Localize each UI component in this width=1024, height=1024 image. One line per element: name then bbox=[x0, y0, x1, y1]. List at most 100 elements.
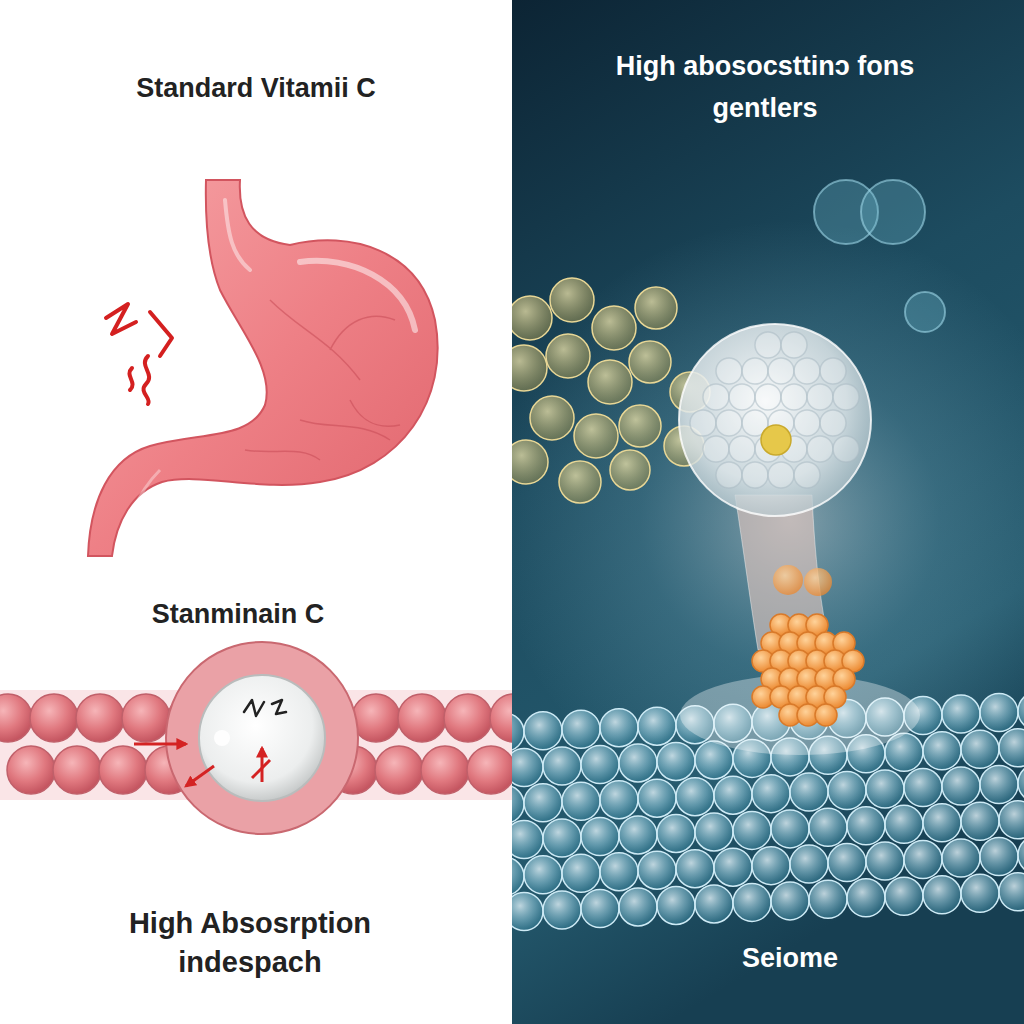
cell bbox=[375, 746, 423, 794]
cell bbox=[512, 345, 547, 391]
cell bbox=[752, 775, 790, 813]
cell bbox=[961, 874, 999, 912]
cell bbox=[30, 694, 78, 742]
bubble bbox=[861, 180, 925, 244]
panel-label: Seiome bbox=[680, 942, 900, 976]
text-slot: Seiome bbox=[680, 942, 900, 976]
cell bbox=[847, 879, 885, 917]
cell bbox=[828, 772, 866, 810]
cell bbox=[942, 839, 980, 877]
cell bbox=[512, 857, 524, 895]
cell bbox=[794, 358, 820, 384]
cell bbox=[833, 436, 859, 462]
cell bbox=[657, 814, 695, 852]
cell bbox=[543, 891, 581, 929]
cell bbox=[512, 785, 524, 823]
panel-label: Stanminain C bbox=[78, 598, 398, 632]
cell bbox=[398, 694, 446, 742]
cell bbox=[99, 746, 147, 794]
cell bbox=[923, 804, 961, 842]
cell bbox=[0, 694, 32, 742]
cell bbox=[490, 694, 512, 742]
cell bbox=[512, 440, 548, 484]
contact-glow bbox=[680, 675, 920, 755]
cell bbox=[980, 766, 1018, 804]
cell bbox=[781, 384, 807, 410]
cell bbox=[961, 730, 999, 768]
arrow bbox=[186, 766, 214, 786]
cell bbox=[781, 332, 807, 358]
cell bbox=[847, 807, 885, 845]
duodenum-highlight bbox=[122, 470, 160, 548]
text-slot: Stanminain C bbox=[78, 598, 398, 632]
cell bbox=[999, 729, 1024, 767]
cell bbox=[600, 709, 638, 747]
yellow-cells bbox=[512, 278, 710, 503]
irritation-marks bbox=[106, 304, 172, 404]
left-panel: Standard Vitamii CStanminain CHigh Absos… bbox=[0, 0, 512, 1024]
cell bbox=[619, 744, 657, 782]
cell bbox=[562, 854, 600, 892]
cell bbox=[904, 769, 942, 807]
glow bbox=[512, 220, 1024, 820]
cell bbox=[7, 746, 55, 794]
cell bbox=[676, 778, 714, 816]
cell bbox=[942, 767, 980, 805]
channel-ring bbox=[166, 642, 358, 834]
cell bbox=[703, 384, 729, 410]
cell bbox=[716, 358, 742, 384]
cell bbox=[703, 436, 729, 462]
cell bbox=[695, 885, 733, 923]
cell bbox=[588, 360, 632, 404]
cell bbox=[657, 742, 695, 780]
cell bbox=[714, 776, 752, 814]
cell bbox=[794, 462, 820, 488]
panel-label: High abosocsttinɔ fons gentlers bbox=[580, 46, 950, 130]
cell bbox=[600, 781, 638, 819]
irritation-mark bbox=[143, 356, 149, 404]
cell bbox=[742, 358, 768, 384]
cell bbox=[524, 856, 562, 894]
irritation-mark bbox=[150, 312, 172, 356]
cell bbox=[76, 694, 124, 742]
cell bbox=[807, 384, 833, 410]
stomach-outline bbox=[88, 180, 438, 556]
cell bbox=[771, 810, 809, 848]
cell bbox=[629, 341, 671, 383]
cell bbox=[619, 816, 657, 854]
left-ground bbox=[0, 0, 512, 1024]
cell bbox=[638, 779, 676, 817]
cell bbox=[771, 882, 809, 920]
cell bbox=[714, 848, 752, 886]
cell bbox=[833, 384, 859, 410]
cell bbox=[729, 384, 755, 410]
cell bbox=[980, 694, 1018, 732]
cell bbox=[923, 732, 961, 770]
cell bbox=[752, 847, 790, 885]
panel-label: Standard Vitamii C bbox=[36, 72, 476, 106]
cell bbox=[559, 461, 601, 503]
cell bbox=[638, 851, 676, 889]
arrow bbox=[134, 743, 186, 746]
cell bbox=[562, 782, 600, 820]
cell bbox=[562, 710, 600, 748]
cell bbox=[574, 414, 618, 458]
cell bbox=[1018, 764, 1024, 802]
vesicle-cells bbox=[690, 332, 859, 488]
cell bbox=[581, 745, 619, 783]
cell bbox=[866, 770, 904, 808]
cell bbox=[1018, 836, 1024, 874]
cell bbox=[820, 358, 846, 384]
cell bbox=[467, 746, 512, 794]
cell bbox=[768, 462, 794, 488]
cell bbox=[733, 883, 771, 921]
cell bbox=[619, 405, 661, 447]
molecule-symbol bbox=[244, 700, 286, 716]
cell bbox=[904, 841, 942, 879]
cell bbox=[524, 784, 562, 822]
cell bbox=[695, 813, 733, 851]
stomach-highlight bbox=[300, 261, 415, 330]
cell bbox=[610, 450, 650, 490]
cell bbox=[550, 278, 594, 322]
